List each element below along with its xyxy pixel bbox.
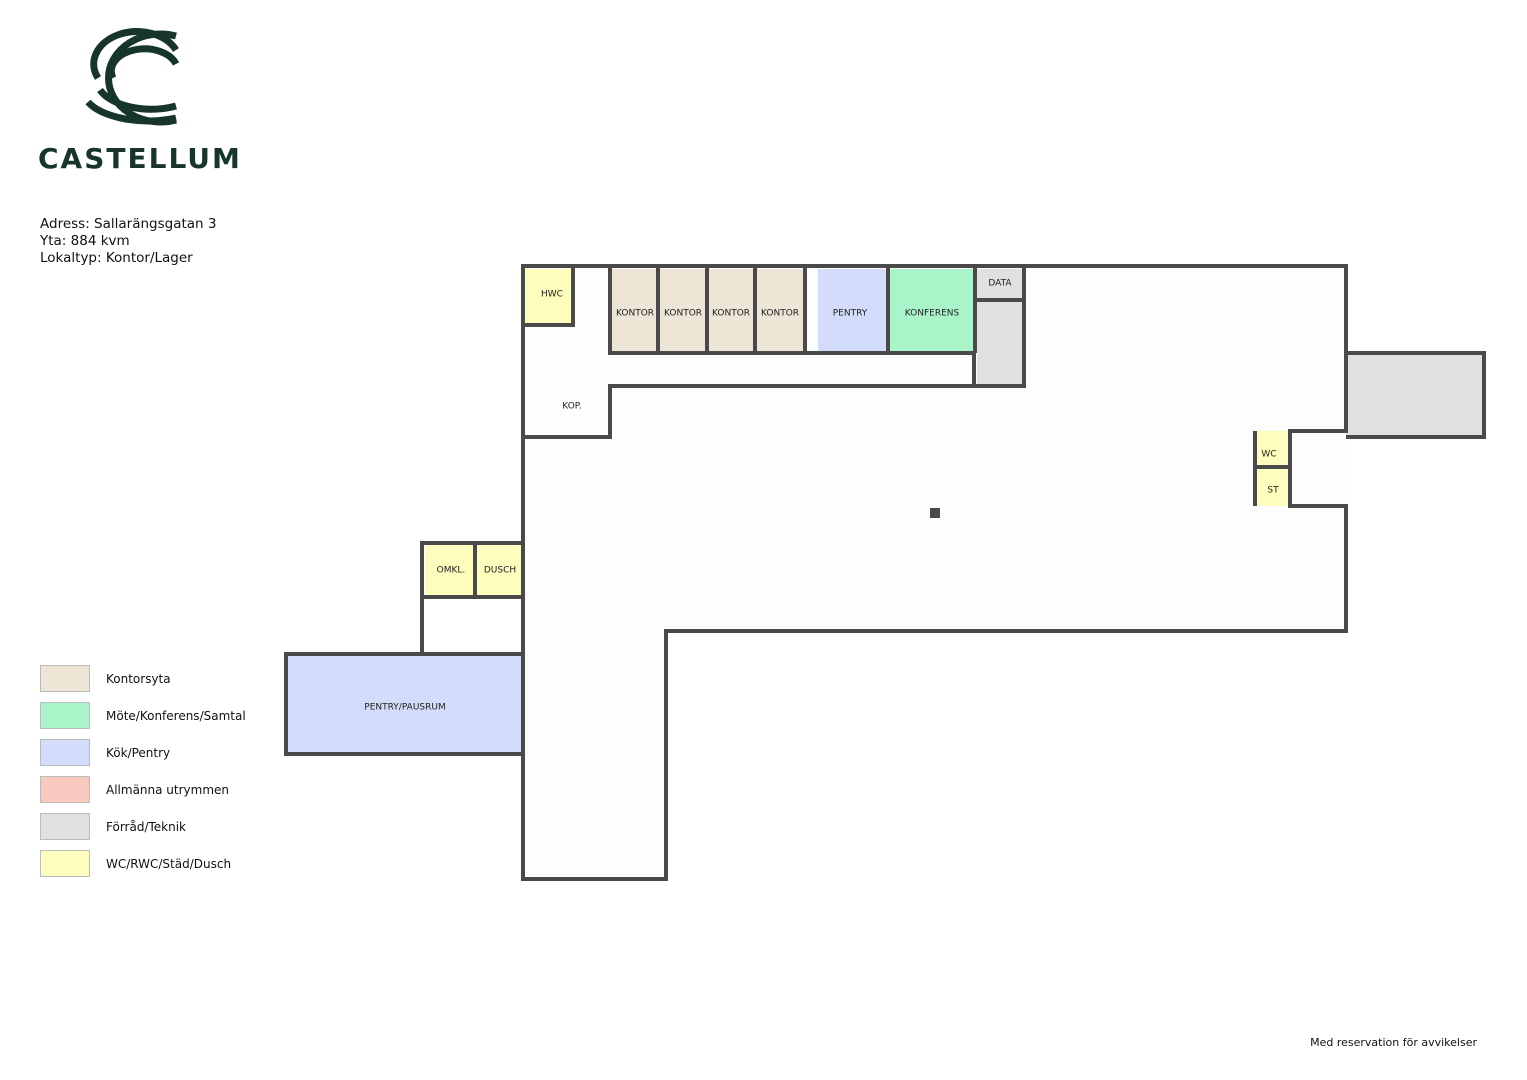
- walls: [284, 264, 1486, 881]
- room-kontor: [757, 269, 804, 352]
- room-label-dusch: DUSCH: [484, 566, 516, 576]
- legend-label: Möte/Konferens/Samtal: [106, 708, 246, 723]
- legend-item: Möte/Konferens/Samtal: [40, 697, 246, 734]
- legend-swatch: [40, 702, 90, 729]
- legend-swatch: [40, 739, 90, 766]
- disclaimer: Med reservation för avvikelser: [1310, 1036, 1477, 1049]
- room-hwc: [526, 269, 572, 324]
- room-label-omkl: OMKL.: [437, 566, 466, 576]
- castellum-logo: [85, 28, 180, 126]
- room-dusch: [477, 545, 521, 595]
- premises-type: Lokaltyp: Kontor/Lager: [40, 250, 193, 266]
- room-pentry-pausrum: [288, 656, 522, 752]
- room-label-kop: KOP.: [562, 402, 581, 412]
- room-konferens: [890, 269, 974, 352]
- property-info: Adress: Sallarängsgatan 3 Yta: 884 kvm L…: [40, 216, 216, 267]
- room-label-wc: WC: [1261, 450, 1276, 460]
- address: Adress: Sallarängsgatan 3: [40, 216, 217, 232]
- room-data: [977, 269, 1023, 384]
- legend-swatch: [40, 850, 90, 877]
- legend-label: WC/RWC/Städ/Dusch: [106, 856, 232, 871]
- room-label-konferens: KONFERENS: [905, 309, 960, 319]
- room-label-kontor: KONTOR: [712, 309, 750, 319]
- legend-item: Förråd/Teknik: [40, 808, 246, 845]
- room-st: [1255, 468, 1290, 506]
- legend-item: Allmänna utrymmen: [40, 771, 246, 808]
- legend-label: Förråd/Teknik: [106, 819, 186, 834]
- room-kontor: [660, 269, 706, 352]
- room-label-pentry: PENTRY: [833, 309, 868, 319]
- legend-label: Allmänna utrymmen: [106, 782, 230, 797]
- room-kontor: [709, 269, 755, 352]
- room-pentry: [818, 269, 886, 352]
- legend-swatch: [40, 665, 90, 692]
- legend-item: Kontorsyta: [40, 660, 246, 697]
- room-kontor: [612, 269, 658, 352]
- room-label-hwc: HWC: [541, 290, 563, 300]
- legend: Kontorsyta Möte/Konferens/Samtal Kök/Pen…: [40, 660, 246, 882]
- room-label-st: ST: [1267, 486, 1279, 496]
- area: Yta: 884 kvm: [40, 233, 130, 249]
- legend-swatch: [40, 813, 90, 840]
- brand-name: CASTELLUM: [38, 142, 242, 175]
- legend-item: Kök/Pentry: [40, 734, 246, 771]
- legend-label: Kontorsyta: [106, 671, 171, 686]
- room-label-kontor: KONTOR: [664, 309, 702, 319]
- room-storage-annex: [1346, 353, 1484, 437]
- legend-item: WC/RWC/Städ/Dusch: [40, 845, 246, 882]
- room-label-pentry-pausrum: PENTRY/PAUSRUM: [364, 703, 445, 713]
- room-wc: [1255, 431, 1290, 467]
- room-label-kontor: KONTOR: [761, 309, 799, 319]
- column: [930, 508, 940, 518]
- room-label-data: DATA: [988, 279, 1012, 289]
- room-label-kontor: KONTOR: [616, 309, 654, 319]
- legend-swatch: [40, 776, 90, 803]
- room-omkl: [425, 545, 475, 595]
- legend-label: Kök/Pentry: [106, 745, 171, 760]
